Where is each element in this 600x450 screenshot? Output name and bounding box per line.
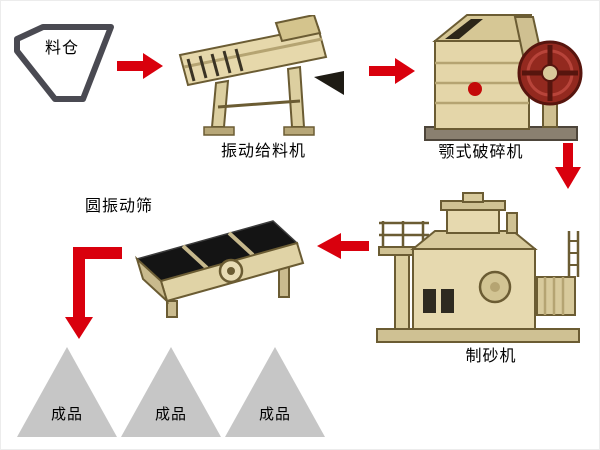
vibrating-feeder-node: [164, 15, 364, 140]
silo-label: 料仓: [45, 40, 80, 57]
vibrating-screen-label: 圆振动筛: [84, 198, 153, 215]
vibrating-screen-node: [131, 213, 316, 323]
silo-hopper-icon: [14, 24, 114, 102]
arrow-left-icon: [317, 233, 369, 259]
silo-node: 料仓: [9, 21, 119, 106]
arrow-elbow-down-icon: [65, 247, 122, 339]
vibrating-feeder-icon: [178, 15, 344, 136]
vibrating-feeder-label: 振动给料机: [220, 143, 306, 160]
jaw-crusher-icon: [424, 14, 583, 141]
arrow-screen-to-products: [65, 247, 125, 339]
jaw-crusher-node: [419, 9, 584, 144]
product-pile-3: 成品: [225, 347, 325, 437]
product-triangle-icon: [17, 347, 117, 437]
product-pile-2: 成品: [121, 347, 221, 437]
arrow-sand-maker-to-screen: [317, 231, 369, 261]
sand-maker-icon: [376, 192, 580, 343]
jaw-crusher-label: 颚式破碎机: [438, 144, 524, 161]
product-triangle-icon: [121, 347, 221, 437]
sand-maker-label: 制砂机: [465, 348, 517, 365]
sand-maker-node: [373, 191, 583, 346]
product-label: 成品: [258, 406, 291, 423]
arrow-right-icon: [117, 53, 163, 79]
vibrating-screen-icon: [134, 220, 305, 318]
arrow-feeder-to-jaw-crusher: [369, 56, 415, 86]
arrow-jaw-crusher-to-sand-maker: [553, 143, 583, 189]
arrow-silo-to-feeder: [117, 51, 163, 81]
arrow-down-icon: [555, 143, 581, 189]
product-triangle-icon: [225, 347, 325, 437]
product-label: 成品: [50, 406, 83, 423]
arrow-right-icon: [369, 58, 415, 84]
product-pile-1: 成品: [17, 347, 117, 437]
product-label: 成品: [154, 406, 187, 423]
